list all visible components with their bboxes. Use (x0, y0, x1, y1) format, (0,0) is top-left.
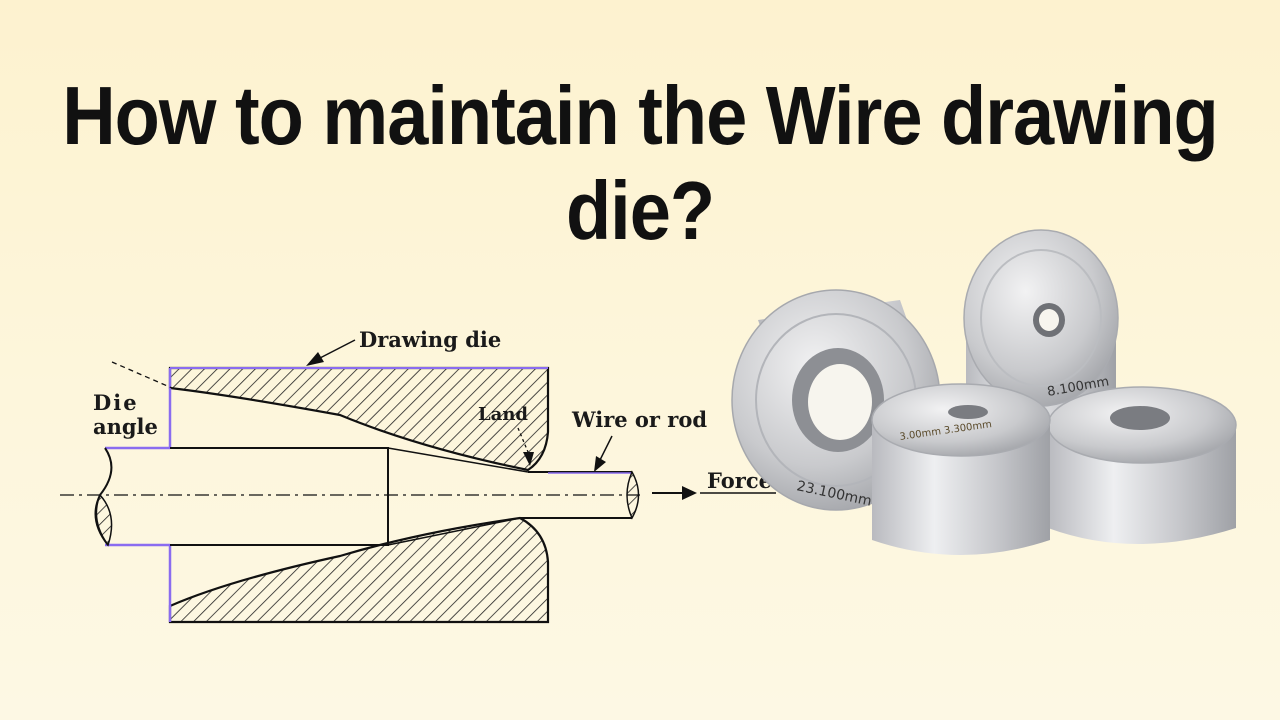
lower-die-section (168, 516, 550, 624)
page-title: How to maintain the Wire drawing die? (62, 68, 1219, 258)
land-label: Land (478, 404, 528, 425)
die-front-center: 3.00mm 3.300mm (871, 383, 1051, 555)
drawn-wire (520, 471, 632, 519)
dies-photo: 8.100mm 23.100mm 3.00mm 3.300mm (731, 229, 1237, 555)
drawing-die-label: Drawing die (359, 327, 501, 352)
die-cross-section (60, 339, 776, 624)
die-angle-label-line1: Die (93, 390, 139, 415)
upper-die-section (168, 366, 550, 472)
rod-body (105, 447, 389, 546)
wire-or-rod-label: Wire or rod (571, 407, 707, 432)
die-front-right (1047, 386, 1237, 544)
die-angle-label-line2: angle (93, 414, 158, 439)
